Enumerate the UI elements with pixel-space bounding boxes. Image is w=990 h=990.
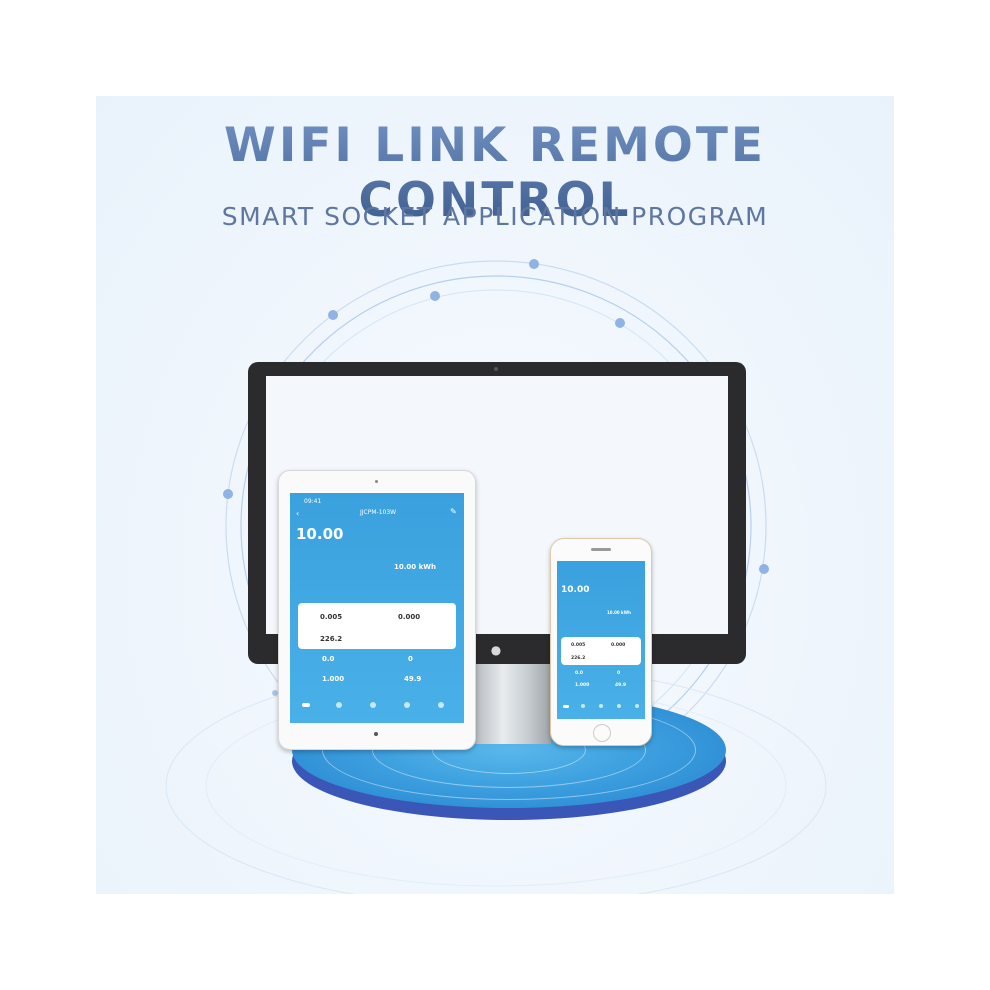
back-icon[interactable]: ‹ bbox=[296, 509, 300, 518]
tablet-card-value: 0.000 bbox=[398, 613, 421, 621]
phone-device: 10.00 10.00 kWh 0.005 0.000 226.2 0.0 0 … bbox=[550, 538, 652, 746]
phone-card-value: 226.2 bbox=[571, 656, 586, 661]
tablet-energy-value: 10.00 kWh bbox=[394, 563, 436, 571]
tablet-status-time: 09:41 bbox=[304, 498, 322, 505]
tablet-stat-value: 0 bbox=[408, 655, 413, 663]
power-toggle-icon[interactable] bbox=[302, 703, 310, 707]
phone-card-value: 0.000 bbox=[611, 643, 626, 648]
phone-card-value: 0.005 bbox=[571, 643, 586, 648]
tablet-stat-value: 0.0 bbox=[322, 655, 335, 663]
schedule-icon[interactable] bbox=[370, 702, 376, 708]
tablet-card-value: 226.2 bbox=[320, 635, 343, 643]
tablet-device: 09:41 JJCPM-103W ‹ ✎ 10.00 10.00 kWh 0.0… bbox=[278, 470, 476, 750]
hero-panel: WIFI LINK REMOTE CONTROL SMART SOCKET AP… bbox=[96, 96, 894, 894]
stats-icon[interactable] bbox=[404, 702, 410, 708]
phone-energy-value: 10.00 kWh bbox=[607, 610, 631, 615]
tablet-readings-card: 0.005 0.000 226.2 bbox=[298, 603, 456, 649]
tablet-main-value: 10.00 bbox=[296, 525, 344, 543]
stats-icon[interactable] bbox=[617, 704, 621, 708]
settings-icon[interactable] bbox=[635, 704, 639, 708]
phone-stat-value: 1.000 bbox=[575, 683, 590, 688]
monitor-stand bbox=[471, 664, 551, 744]
timer-icon[interactable] bbox=[336, 702, 342, 708]
phone-main-value: 10.00 bbox=[561, 585, 590, 595]
phone-home-button bbox=[593, 724, 611, 742]
phone-stat-value: 0 bbox=[617, 671, 621, 676]
phone-stat-value: 49.9 bbox=[615, 683, 627, 688]
schedule-icon[interactable] bbox=[599, 704, 603, 708]
phone-readings-card: 0.005 0.000 226.2 bbox=[561, 637, 641, 665]
tablet-screen: 09:41 JJCPM-103W ‹ ✎ 10.00 10.00 kWh 0.0… bbox=[290, 493, 464, 723]
tablet-camera bbox=[375, 480, 378, 483]
settings-icon[interactable] bbox=[438, 702, 444, 708]
phone-screen: 10.00 10.00 kWh 0.005 0.000 226.2 0.0 0 … bbox=[557, 561, 645, 719]
timer-icon[interactable] bbox=[581, 704, 585, 708]
phone-speaker bbox=[591, 548, 611, 551]
tablet-stat-value: 49.9 bbox=[404, 675, 422, 683]
tablet-home-button bbox=[374, 732, 378, 736]
edit-icon[interactable]: ✎ bbox=[450, 507, 457, 516]
tablet-stat-value: 1.000 bbox=[322, 675, 345, 683]
headline-title: WIFI LINK REMOTE CONTROL bbox=[96, 118, 894, 228]
subline-title: SMART SOCKET APPLICATION PROGRAM bbox=[221, 202, 769, 231]
apple-logo-icon: ● bbox=[490, 643, 502, 657]
phone-stat-value: 0.0 bbox=[575, 671, 583, 676]
monitor-camera bbox=[494, 367, 498, 371]
tablet-card-value: 0.005 bbox=[320, 613, 343, 621]
tablet-app-title: JJCPM-103W bbox=[360, 509, 397, 516]
power-toggle-icon[interactable] bbox=[563, 705, 569, 708]
